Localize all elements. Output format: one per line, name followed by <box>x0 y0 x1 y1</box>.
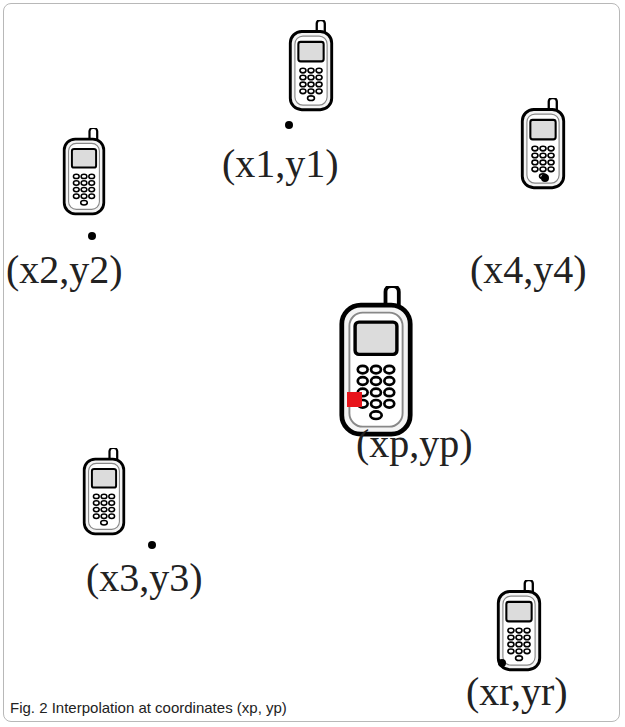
figure-caption: Fig. 2 Interpolation at coordinates (xp,… <box>10 699 287 717</box>
coordinate-label: (xp,yp) <box>356 424 473 464</box>
coordinate-label: (x1,y1) <box>222 144 339 184</box>
coordinate-label: (x3,y3) <box>86 558 203 598</box>
coordinate-label: (x4,y4) <box>470 250 587 290</box>
coordinate-label: (x2,y2) <box>6 250 123 290</box>
coordinate-label: (xr,yr) <box>466 672 568 712</box>
